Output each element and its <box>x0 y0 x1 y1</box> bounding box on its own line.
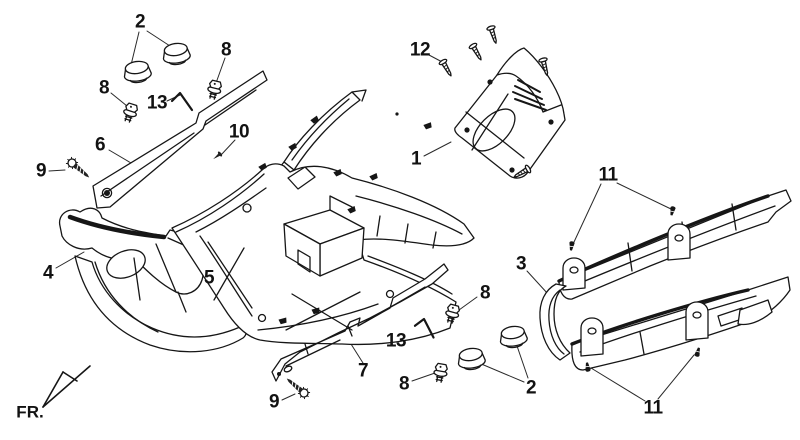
front-direction-arrow <box>42 365 91 408</box>
screw-11-bottom-right <box>693 346 703 358</box>
bolt-8-upper-mid <box>205 78 224 101</box>
screw-12-b <box>467 41 486 63</box>
callout-1: 1 <box>410 148 422 170</box>
callout-2-top: 2 <box>134 11 146 33</box>
callout-2-bottom: 2 <box>525 377 537 399</box>
screw-12-c <box>485 24 501 46</box>
callout-13-top: 13 <box>146 92 168 114</box>
callout-5: 5 <box>203 267 215 289</box>
part-6-left-side-cover <box>92 70 268 209</box>
callout-3: 3 <box>515 253 527 275</box>
clip-13-top <box>170 91 194 112</box>
callout-11-bottom: 11 <box>643 397 663 419</box>
screw-9-left <box>63 154 94 183</box>
screw-9-bottom <box>282 373 313 402</box>
screw-11-top-right <box>668 205 677 217</box>
callout-13-bottom: 13 <box>385 330 407 352</box>
part-4-left-floor-side-cover <box>58 207 247 353</box>
rubber-cap-bottom-right <box>497 324 529 350</box>
callout-12: 12 <box>409 39 431 61</box>
callout-8-upper-left: 8 <box>98 77 110 99</box>
callout-4: 4 <box>42 262 54 284</box>
callout-8-mid-right: 8 <box>479 282 491 304</box>
callout-7: 7 <box>357 360 369 382</box>
screw-11-top-left <box>567 240 576 252</box>
part-1-floor-center-cover <box>454 47 566 179</box>
rubber-cap-bottom-left <box>455 346 487 372</box>
callout-6: 6 <box>94 134 106 156</box>
callout-8-upper-mid: 8 <box>220 39 232 61</box>
screw-12-a <box>437 57 456 79</box>
part-7-right-floor-side-cover <box>271 263 449 382</box>
callout-11-top: 11 <box>598 164 618 186</box>
bolt-8-upper-left <box>120 101 140 125</box>
bolt-8-bottom <box>431 362 450 384</box>
rubber-cap-top-right <box>160 41 192 67</box>
front-direction-label: FR. <box>16 402 44 422</box>
part-3-right-floor-panels <box>539 189 792 371</box>
screw-10 <box>210 150 224 163</box>
callout-8-bottom: 8 <box>398 373 410 395</box>
callout-9-bottom: 9 <box>268 391 280 413</box>
callout-9-left: 9 <box>35 160 47 182</box>
rubber-cap-top-left <box>121 59 153 85</box>
part-5-floor-panel <box>171 89 475 346</box>
callout-10: 10 <box>228 121 250 143</box>
